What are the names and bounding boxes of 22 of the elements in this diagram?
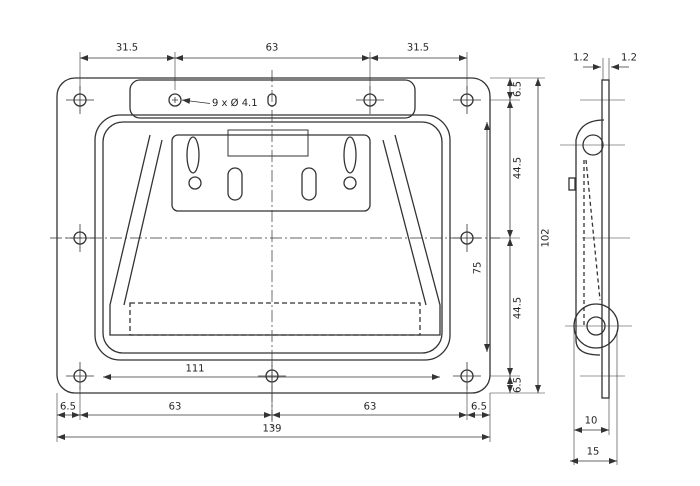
dimension-label: 44.5 (512, 156, 524, 180)
dimension-label: 44.5 (512, 296, 524, 320)
dimension-label: 63 (266, 42, 278, 54)
dimension-label: 139 (262, 424, 282, 434)
callout-label: 9 x Ø 4.1 (212, 98, 258, 109)
dimension-label: 63 (364, 402, 376, 412)
leader-line (182, 98, 210, 104)
dimension-label: 6.5 (512, 377, 524, 393)
dimension-label: 10 (584, 416, 598, 426)
dimension-label: 63 (168, 402, 182, 412)
dimension-label: 75 (472, 262, 484, 274)
dimension-label: 15 (586, 446, 600, 458)
dimension-label: 31.5 (406, 42, 430, 54)
dimension-label: 6.5 (512, 81, 524, 97)
dimension-label: 102 (540, 228, 552, 248)
dimension-label: 31.5 (116, 42, 138, 54)
dimension-label: 111 (185, 364, 205, 374)
dimension-label: 1.2 (621, 52, 637, 64)
mounting-hole (168, 93, 182, 107)
dimension-label: 6.5 (471, 402, 487, 412)
dimension-label: 6.5 (60, 402, 76, 412)
dimension-label: 1.2 (573, 52, 589, 64)
